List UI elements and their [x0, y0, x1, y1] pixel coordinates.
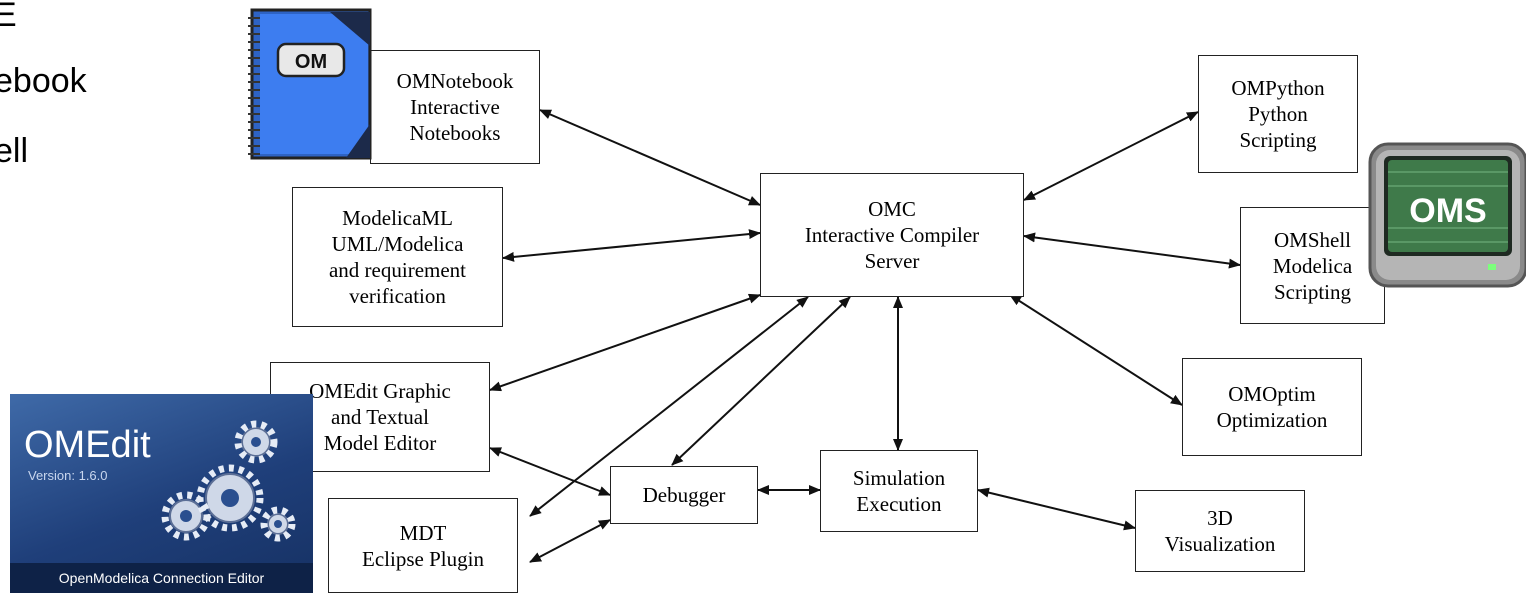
- omedit-footer: OpenModelica Connection Editor: [10, 563, 313, 593]
- arrow-debugger-omc: [671, 296, 851, 466]
- clipped-line-1: E: [0, 0, 17, 34]
- omnotebook-icon: OM: [248, 8, 372, 160]
- omedit-title: OMEdit: [24, 424, 151, 466]
- arrow-omnotebook-omc: [539, 109, 761, 206]
- oms-label: OMS: [1409, 192, 1486, 230]
- notebook-label: OM: [295, 51, 327, 73]
- arrow-omedit-debugger: [489, 447, 611, 496]
- arrow-mdt-debugger: [529, 519, 611, 563]
- clipped-slide-text: E ebook ell: [0, 0, 160, 240]
- arrow-omc-omshell: [1023, 232, 1241, 269]
- node-debugger: Debugger: [610, 466, 758, 524]
- arrow-modelicaml-omc: [502, 229, 761, 262]
- node-omshell: OMShell Modelica Scripting: [1240, 207, 1385, 324]
- arrow-omc-omoptim: [1009, 294, 1183, 406]
- node-mdt: MDT Eclipse Plugin: [328, 498, 518, 593]
- omedit-version: Version: 1.6.0: [28, 468, 108, 483]
- node-visualization: 3D Visualization: [1135, 490, 1305, 572]
- omedit-splash-image: OMEdit Version: 1.6.0 OpenModelica Conne…: [10, 394, 313, 593]
- gears-icon: [161, 420, 296, 542]
- arrow-omedit-omc: [489, 293, 761, 392]
- node-omoptim: OMOptim Optimization: [1182, 358, 1362, 456]
- clipped-line-3: ell: [0, 132, 29, 170]
- node-omnotebook: OMNotebook Interactive Notebooks: [370, 50, 540, 164]
- arrow-simulation-visualization: [977, 487, 1136, 531]
- node-omc: OMC Interactive Compiler Server: [760, 173, 1024, 297]
- node-modelicaml: ModelicaML UML/Modelica and requirement …: [292, 187, 503, 327]
- omshell-icon: OMS: [1368, 142, 1526, 288]
- node-ompython: OMPython Python Scripting: [1198, 55, 1358, 173]
- node-simulation: Simulation Execution: [820, 450, 978, 532]
- clipped-line-2: ebook: [0, 62, 87, 100]
- arrow-omc-ompython: [1023, 111, 1199, 201]
